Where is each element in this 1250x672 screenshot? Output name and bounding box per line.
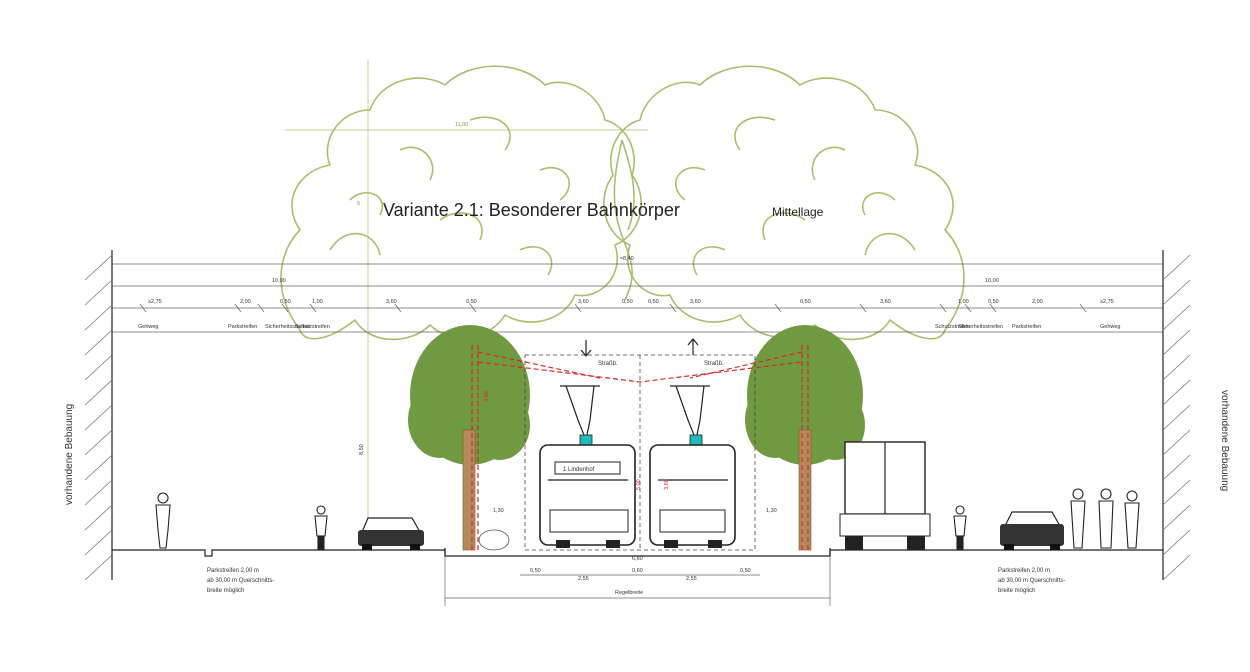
tram-height-label: 3,60 — [664, 479, 670, 490]
tree-right — [745, 325, 865, 551]
segment-labels-left: Gehweg Parkstreifen SicherheitsstreifenSch… — [138, 324, 330, 330]
note-right-line2: ab 30,00 m Querschnitts- — [998, 578, 1065, 584]
crown-width-label: 11,00 — [455, 122, 468, 128]
tram-right: 3,60 — [649, 385, 736, 548]
tram-label-left: Straßb. — [598, 361, 618, 367]
vertical-dimension-left: 5 8,50 11,00 — [285, 60, 648, 550]
clearance-label-left: 1,30 — [493, 508, 504, 514]
truck — [839, 441, 931, 550]
diagram-title: Variante 2.1: Besonderer Bahnkörper — [383, 200, 680, 220]
right-half-label: 10,00 — [985, 278, 999, 284]
wire-height-label: 5,00 — [636, 479, 642, 490]
clearance-label-right: 1,30 — [766, 508, 777, 514]
note-left-line3: breite möglich — [207, 588, 244, 594]
bottom-dim-3: 0,60 — [632, 568, 643, 574]
note-left-line2: ab 30,00 m Querschnitts- — [207, 578, 274, 584]
segment-label-left-3: Schutzstreifen — [295, 324, 330, 330]
ground-line — [112, 548, 1163, 557]
segment-dim-left-3: 1,00 — [312, 299, 323, 305]
segment-dim-right-6: 2,00 — [1032, 299, 1043, 305]
diagram-title-suffix: Mittellage — [772, 205, 824, 219]
cyclist-right — [953, 505, 967, 551]
tram-left: 1 Lindenhof — [539, 385, 636, 548]
note-right-line1: Parkstreifen 2,00 m — [998, 568, 1050, 574]
segment-dim-right-5: 0,50 — [988, 299, 999, 305]
segment-label-left-2: Sicherheitsstreifen — [265, 324, 310, 330]
tram-destination-label: 1 Lindenhof — [563, 467, 595, 473]
tram-corridor: Straßb. Straßb. 1,30 1,30 — [493, 338, 777, 551]
segment-label-right-2: Parkstreifen — [1012, 324, 1041, 330]
total-width-label: ≈8,40 — [620, 256, 634, 262]
pedestrians-right — [1070, 488, 1140, 549]
segment-dim-right-7: ≥2,75 — [1100, 299, 1114, 305]
segment-label-right-1: Sicherheitsstreifen — [958, 324, 1003, 330]
building-left — [84, 250, 113, 581]
segment-dims-right: 0,50 3,60 0,50 3,60 1,00 0,50 2,00 ≥2,75 — [648, 299, 1114, 305]
left-half-label: 10,00 — [272, 278, 286, 284]
pedestrian-left — [155, 492, 171, 549]
segment-dim-left-1: 2,00 — [240, 299, 251, 305]
segment-dim-left-6: 3,60 — [578, 299, 589, 305]
car-left — [358, 517, 424, 550]
cyclist-left — [314, 505, 328, 551]
segment-dim-right-4: 1,00 — [958, 299, 969, 305]
note-left-line1: Parkstreifen 2,00 m — [207, 568, 259, 574]
top-dim-label: 5 — [357, 201, 360, 207]
segment-label-left-1: Parkstreifen — [228, 324, 257, 330]
existing-building-label-left: vorhandene Bebauung — [64, 404, 75, 505]
tram-label-right: Straßb. — [704, 361, 724, 367]
shrub — [478, 529, 510, 551]
segment-label-right-0: Schutzstreifen — [935, 324, 970, 330]
tree-left — [408, 325, 530, 551]
bottom-dim-5: 0,50 — [740, 568, 751, 574]
segment-dim-left-7: 0,50 — [622, 299, 633, 305]
overhead-line-system: 3,00 5,00 — [471, 345, 809, 550]
note-left: Parkstreifen 2,00 m ab 30,00 m Querschni… — [207, 568, 274, 594]
bottom-dim-2: 2,55 — [578, 576, 589, 582]
overall-height-label: 8,50 — [359, 444, 365, 455]
segment-dims-left: ≥2,75 2,00 0,50 1,00 3,60 0,50 3,60 0,50 — [148, 299, 633, 305]
segment-dim-left-0: ≥2,75 — [148, 299, 162, 305]
bottom-dim-6: 6,60 — [632, 556, 643, 562]
segment-dim-left-4: 3,60 — [386, 299, 397, 305]
note-right-line3: breite möglich — [998, 588, 1035, 594]
note-right: Parkstreifen 2,00 m ab 30,00 m Querschni… — [998, 568, 1065, 594]
segment-dim-right-3: 3,60 — [880, 299, 891, 305]
segment-dim-right-1: 3,60 — [690, 299, 701, 305]
building-right — [1162, 250, 1191, 581]
car-right — [1000, 511, 1064, 550]
mast-height-label: 3,00 — [484, 391, 490, 402]
bottom-dim-label: Regelbreite — [615, 590, 643, 596]
segment-dim-left-2: 0,50 — [280, 299, 291, 305]
segment-dim-left-5: 0,50 — [466, 299, 477, 305]
segment-dim-right-0: 0,50 — [648, 299, 659, 305]
segment-label-right-3: Gehweg — [1100, 324, 1121, 330]
bottom-dim-4: 2,55 — [686, 576, 697, 582]
bottom-dimensions: 0,50 2,55 0,60 2,55 0,50 6,60 Regelbreit… — [444, 556, 831, 606]
segment-dim-right-2: 0,50 — [800, 299, 811, 305]
bottom-dim-1: 0,50 — [530, 568, 541, 574]
existing-building-label-right: vorhandene Bebauung — [1219, 390, 1230, 491]
segment-label-left-0: Gehweg — [138, 324, 159, 330]
